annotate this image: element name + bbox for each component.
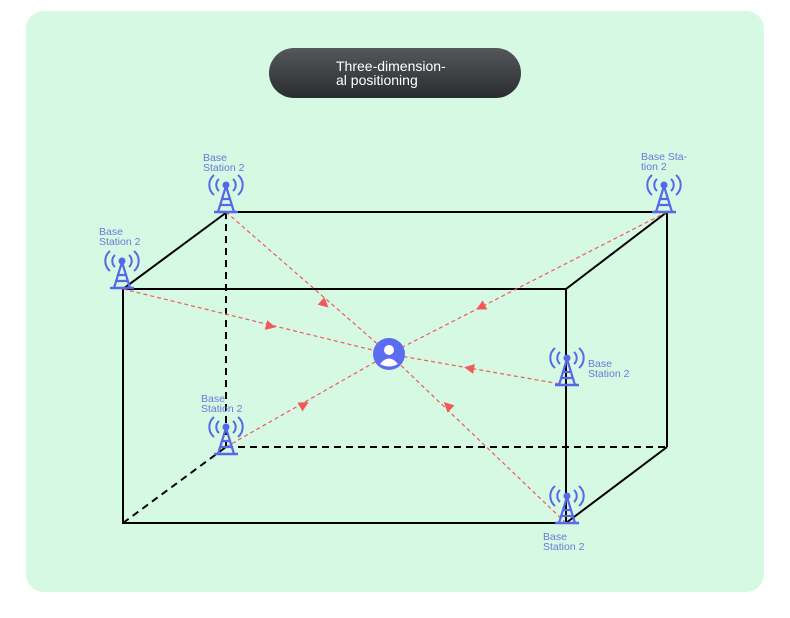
signal-arrows	[264, 297, 488, 413]
cell-tower-icon	[104, 249, 140, 290]
arrow-top-back-right	[476, 300, 488, 310]
station-label-top-back-right: Base Sta- tion 2	[641, 151, 690, 173]
title-line-2: al positioning	[336, 72, 418, 88]
cube-top-left-edge	[122, 211, 228, 290]
station-label-top-back-left: Base Station 2	[203, 152, 245, 174]
cell-tower-icon	[208, 173, 244, 214]
signal-line-right-middle	[388, 353, 567, 386]
arrow-bottom-front-right	[443, 402, 455, 413]
title-text: Three-dimension- al positioning	[336, 59, 506, 87]
cube-hidden-edges	[122, 212, 667, 524]
arrow-top-back-left	[317, 297, 329, 308]
title-banner: Three-dimension- al positioning	[269, 48, 521, 98]
signal-line-top-back-left	[225, 211, 390, 355]
station-label-bottom-back-left: Base Station 2	[201, 393, 243, 415]
station-label-right-middle: Base Station 2	[588, 358, 630, 380]
signal-line-top-front-left	[122, 288, 390, 355]
station-label-top-front-left: Base Station 2	[99, 226, 141, 248]
user-icon	[373, 338, 405, 370]
cell-tower-icon	[646, 173, 682, 214]
cube-top-right-edge	[565, 211, 668, 290]
arrow-top-front-left	[264, 320, 276, 330]
diagram-panel	[26, 11, 764, 592]
station-label-bottom-front-right: Base Station 2	[543, 531, 585, 553]
arrow-bottom-back-left	[297, 402, 309, 412]
cube-front-face	[122, 288, 567, 524]
signal-line-bottom-back-left	[225, 353, 390, 448]
cube-bottom-right-edge	[565, 446, 668, 524]
signal-lines	[122, 211, 668, 524]
title-line-1: Three-dimension-	[336, 58, 446, 74]
cube-frame	[122, 211, 668, 524]
signal-line-top-back-right	[388, 211, 668, 355]
arrow-right-middle	[464, 364, 475, 374]
cube-hidden-left-edge	[122, 446, 227, 524]
signal-line-bottom-front-right	[388, 353, 567, 524]
